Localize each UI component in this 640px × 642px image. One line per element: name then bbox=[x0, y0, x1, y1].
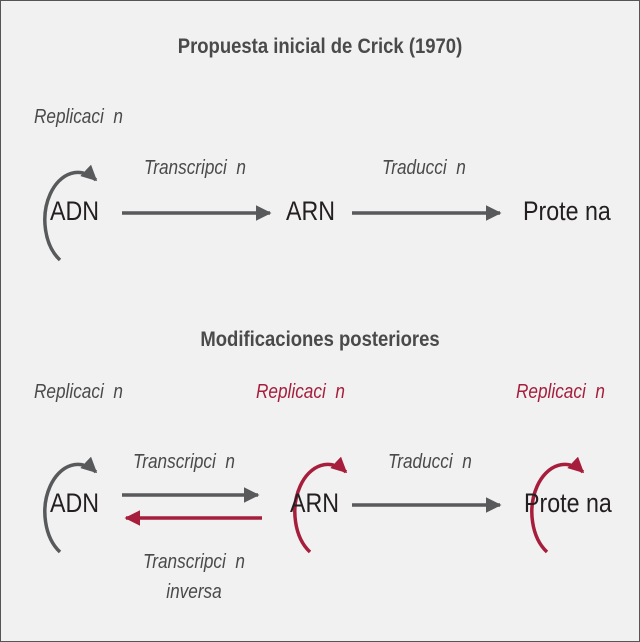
dna-replication-loop-bottom bbox=[43, 456, 98, 554]
top-title: Propuesta inicial de Crick (1970) bbox=[177, 35, 463, 58]
bottom-rna-replication-label: Replicaci n bbox=[256, 381, 345, 403]
protein-replication-loop bbox=[530, 456, 585, 554]
top-replication-label: Replicaci n bbox=[34, 106, 123, 128]
bottom-transcription-label: Transcripci n bbox=[133, 451, 235, 473]
bottom-translation-label: Traducci n bbox=[388, 451, 472, 473]
reverse-transcription-label-line2: inversa bbox=[166, 581, 222, 603]
bottom-protein-replication-label: Replicaci n bbox=[516, 381, 605, 403]
reverse-transcription-label-line1: Transcripci n bbox=[143, 551, 245, 573]
bottom-protein-label: Prote na bbox=[524, 488, 612, 518]
top-dna-label: ADN bbox=[50, 196, 100, 226]
bottom-title: Modificaciones posteriores bbox=[200, 328, 440, 351]
top-protein-label: Prote na bbox=[523, 196, 611, 226]
bottom-dna-label: ADN bbox=[50, 488, 100, 518]
rna-replication-loop bbox=[293, 456, 348, 554]
top-transcription-label: Transcripci n bbox=[144, 157, 246, 179]
dna-replication-loop-top bbox=[43, 164, 98, 262]
top-translation-label: Traducci n bbox=[382, 157, 466, 179]
top-rna-label: ARN bbox=[286, 196, 336, 226]
bottom-dna-replication-label: Replicaci n bbox=[34, 381, 123, 403]
bottom-rna-label: ARN bbox=[290, 488, 340, 518]
